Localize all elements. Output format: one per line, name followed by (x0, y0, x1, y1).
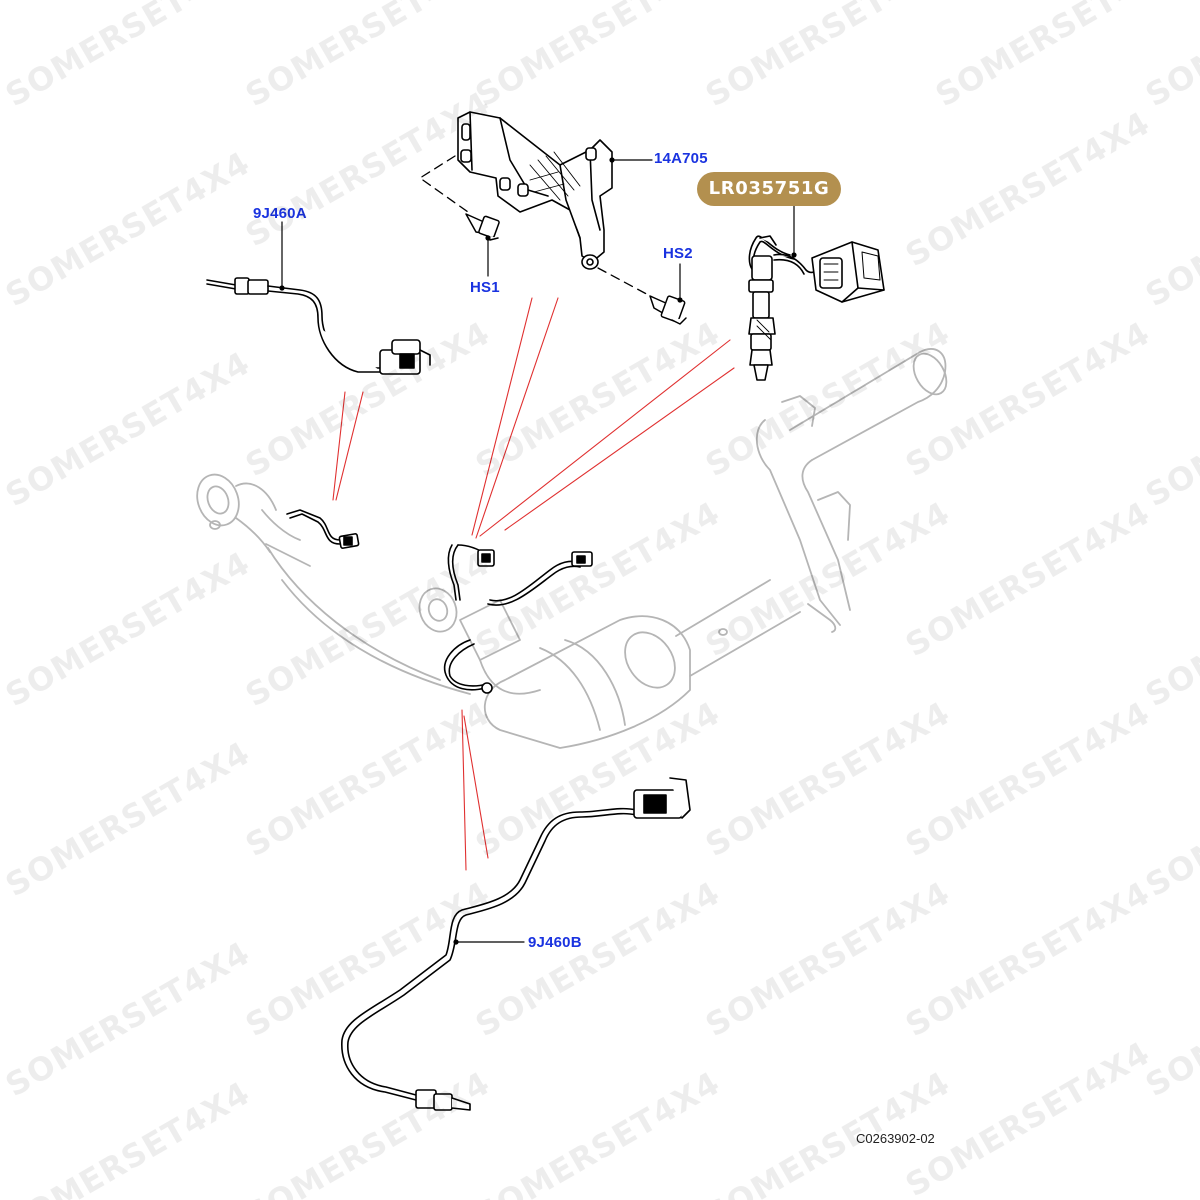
sensor-9j460a (206, 277, 431, 375)
leader-lines (332, 297, 735, 871)
fastener-axes (419, 155, 655, 299)
part-number-badge[interactable]: LR035751G (697, 172, 841, 206)
bolt-hs2 (649, 295, 687, 325)
diagram-code: C0263902-02 (856, 1131, 935, 1146)
callout-9j460b[interactable]: 9J460B (528, 934, 582, 951)
bolt-hs1 (465, 213, 500, 241)
exhaust-system-ghost (196, 348, 948, 749)
bracket-14a705 (457, 111, 613, 270)
callout-hs2[interactable]: HS2 (663, 245, 693, 262)
sensor-lr035751g (748, 235, 885, 381)
installed-sensors (286, 509, 593, 694)
callout-14a705[interactable]: 14A705 (654, 150, 708, 167)
callout-dots (279, 157, 797, 945)
callout-leaders (281, 159, 795, 943)
callout-hs1[interactable]: HS1 (470, 279, 500, 296)
sensor-9j460b (341, 777, 691, 1111)
callout-9j460a[interactable]: 9J460A (253, 205, 307, 222)
